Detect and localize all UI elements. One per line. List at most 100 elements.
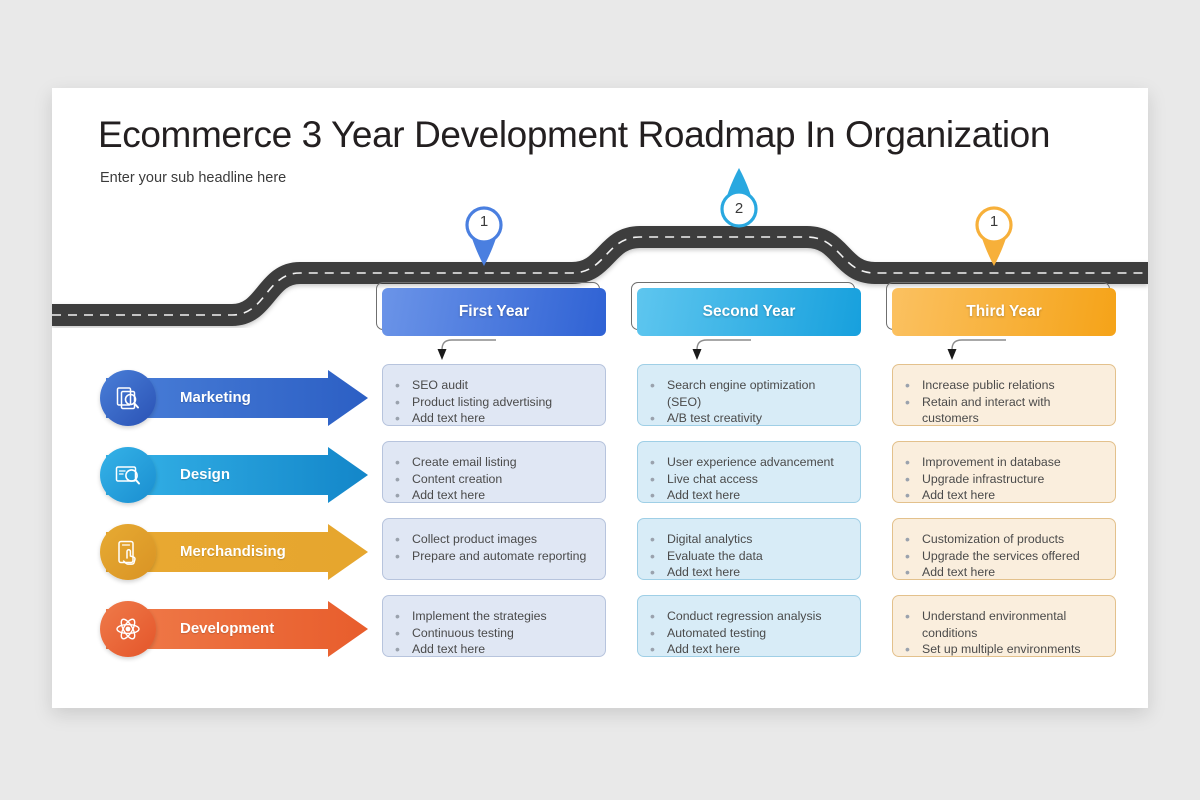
bullet-marker: • [905,470,910,487]
bullet-item: • Automated testing [650,625,850,642]
bullet-item: • Create email listing [395,454,595,471]
bullet-item: • Live chat access [650,471,850,488]
arrow-shape [106,524,368,580]
bullet-marker: • [395,608,400,624]
bullet-item: • Improvement in database [905,454,1105,471]
bullet-item: • A/B test creativity [650,410,850,427]
category-design[interactable]: Design [100,447,368,503]
bullet-text: Add text here [667,642,741,656]
card-second-year-4[interactable]: • Conduct regression analysis • Automate… [637,595,861,657]
category-merchandising[interactable]: Merchandising [100,524,368,580]
bullet-text: Add text here [667,488,741,502]
column-title[interactable]: Second Year [637,288,861,336]
category-label: Merchandising [180,543,286,560]
bullet-text: Create email listing [412,455,517,469]
bullet-text: Add text here [412,642,486,656]
bullet-item: • Upgrade infrastructure [905,471,1105,488]
milestone-pin-1[interactable]: 1 [457,200,511,268]
header-to-card-arrow [437,339,496,360]
bullet-marker: • [650,487,655,503]
bullet-marker: • [905,547,910,564]
card-second-year-2[interactable]: • User experience advancement • Live cha… [637,441,861,503]
card-first-year-3[interactable]: • Collect product images • Prepare and a… [382,518,606,580]
column-title[interactable]: Third Year [892,288,1116,336]
page-subtitle: Enter your sub headline here [100,170,287,186]
category-label: Design [180,466,231,483]
column-header-wrap: Second Year [631,282,861,360]
bullet-item: • Add text here [905,564,1105,581]
bullet-marker: • [650,608,655,624]
card-second-year-1[interactable]: • Search engine optimization (SEO) • A/B… [637,364,861,426]
bullet-item: • Retain and interact with customers [905,394,1105,427]
card-third-year-2[interactable]: • Improvement in database • Upgrade infr… [892,441,1116,503]
category-development[interactable]: Development [100,601,368,657]
card-first-year-1[interactable]: • SEO audit • Product listing advertisin… [382,364,606,426]
arrow-shape [106,370,368,426]
bullet-text: Customization of products [922,532,1065,546]
milestone-pin-3[interactable]: 1 [967,200,1021,268]
bullet-marker: • [650,547,655,564]
category-marketing[interactable]: Marketing [100,370,368,426]
bullet-marker: • [395,531,400,547]
bullet-marker: • [395,410,400,426]
card-third-year-4[interactable]: • Understand environmental conditions • … [892,595,1116,657]
pin-number: 2 [734,200,744,217]
bullet-text: SEO audit [412,378,469,392]
bullet-item: • Evaluate the data [650,548,850,565]
card-third-year-1[interactable]: • Increase public relations • Retain and… [892,364,1116,426]
page-title: Ecommerce 3 Year Development Roadmap In … [98,114,1051,155]
map-pin-icon [720,168,758,228]
development-icon-badge [100,601,156,657]
bullet-text: Evaluate the data [667,548,763,563]
bullet-item: • Add text here [395,641,595,658]
atom-icon [116,618,140,640]
bullet-marker: • [395,393,400,410]
bullet-marker: • [905,377,910,393]
bullet-item: • Continuous testing [395,625,595,642]
bullet-marker: • [395,470,400,487]
milestone-pin-2[interactable]: 2 [712,166,766,234]
card-first-year-4[interactable]: • Implement the strategies • Continuous … [382,595,606,657]
bullet-item: • Add text here [650,487,850,504]
bullet-item: • Prepare and automate reporting [395,548,595,565]
bullet-marker: • [395,487,400,503]
bullet-item: • SEO audit [395,377,595,394]
marketing-icon-badge [100,370,156,426]
column-second-year: Second Year • Search engine optimization… [631,282,861,657]
bullet-marker: • [395,641,400,657]
map-pin-icon [465,206,503,266]
arrow-shape [106,601,368,657]
bullet-item: • Understand environmental conditions [905,608,1105,641]
bullet-marker: • [395,624,400,641]
bullet-marker: • [395,454,400,470]
bullet-marker: • [395,547,400,564]
bullet-text: Content creation [412,471,503,486]
bullet-text: Increase public relations [922,378,1055,392]
card-second-year-3[interactable]: • Digital analytics • Evaluate the data … [637,518,861,580]
bullet-marker: • [650,470,655,487]
column-header-wrap: First Year [376,282,606,360]
map-pin-icon [975,206,1013,266]
bullet-item: • User experience advancement [650,454,850,471]
bullet-marker: • [650,410,655,426]
bullet-text: Automated testing [667,625,767,640]
bullet-marker: • [395,377,400,393]
bullet-item: • Customization of products [905,531,1105,548]
bullet-text: Understand environmental conditions [922,609,1067,640]
bullet-marker: • [905,564,910,580]
bullet-marker: • [650,641,655,657]
category-label: Development [180,620,275,637]
bullet-item: • Add text here [395,487,595,504]
bullet-item: • Digital analytics [650,531,850,548]
document-search-icon [116,387,139,410]
merchandising-icon-badge [100,524,156,580]
bullet-text: Search engine optimization (SEO) [667,378,816,409]
card-first-year-2[interactable]: • Create email listing • Content creatio… [382,441,606,503]
column-title[interactable]: First Year [382,288,606,336]
bullet-text: Retain and interact with customers [922,394,1051,426]
bullet-item: • Add text here [650,564,850,581]
bullet-item: • Product listing advertising [395,394,595,411]
bullet-item: • Content creation [395,471,595,488]
card-third-year-3[interactable]: • Customization of products • Upgrade th… [892,518,1116,580]
bullet-item: • Add text here [905,487,1105,504]
